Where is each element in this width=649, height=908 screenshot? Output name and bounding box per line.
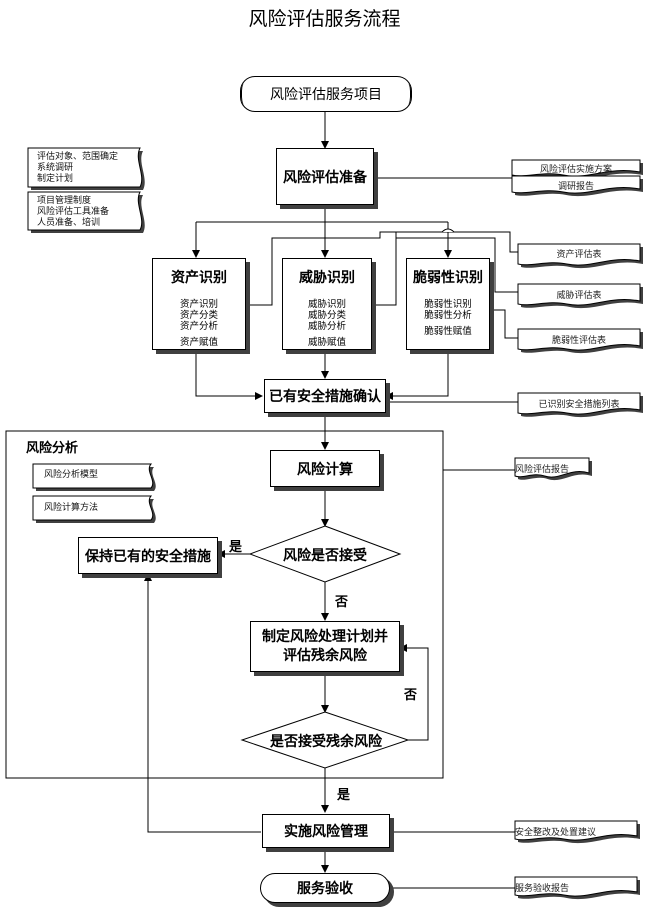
decision-residual-label[interactable]: 是否接受残余风险 [270,734,382,750]
note-shape-resources [27,191,143,231]
prepare-node[interactable]: 风险评估准备 [276,148,374,205]
asset-item: 资产分类 [179,310,218,321]
asset-item: 资产识别 [179,299,218,310]
doc-measures: 已识别安全措施列表 [538,400,620,410]
vuln-node-title: 脆弱性识别 [413,270,483,286]
note-shape-tasks [27,147,143,188]
vuln-node[interactable]: 脆弱性识别 脆弱性识别 脆弱性分析 脆弱性赋值 [406,258,490,350]
asset-item: 资产赋值 [179,337,218,348]
edge-implement-keep [144,573,261,833]
vuln-item: 脆弱性赋值 [424,326,472,337]
doc-shape-asset [517,243,641,266]
edge-label-yes: 是 [337,788,351,803]
implement-node-label: 实施风险管理 [284,824,368,840]
doc-shape-survey [511,175,641,194]
doc-shape-measures [517,392,641,415]
link-threat-doc [372,232,518,306]
asset-node-title: 资产识别 [171,270,227,286]
doc-vuln: 脆弱性评估表 [551,336,606,346]
doc-shape-acceptance [514,876,638,897]
doc-report: 风险评估报告 [515,465,570,475]
documents [511,159,643,900]
calc-node-label: 风险计算 [297,461,353,478]
edge-label-yes: 是 [229,540,243,555]
line-hop [441,228,455,233]
decision-accept-label[interactable]: 风险是否接受 [283,548,367,564]
doc-advice: 安全整改及处置建议 [515,828,597,838]
doc-shape-vuln [517,328,641,351]
note-prepare-resources: 项目管理制度 风险评估工具准备 人员准备、培训 [37,196,109,229]
plan-node-line: 评估残余风险 [283,647,367,664]
note-shape-method [32,495,154,521]
edge-vuln-confirm [385,350,449,400]
edge-asset-confirm [195,350,263,400]
plan-node-line: 制定风险处理计划并 [262,628,388,645]
edge-label-no: 否 [335,595,349,610]
doc-shape-advice [514,820,638,841]
page-title: 风险评估服务流程 [248,8,401,30]
calc-node[interactable]: 风险计算 [270,450,380,487]
threat-item: 威胁识别 [307,299,346,310]
risk-analysis-region-border [5,430,444,779]
threat-item: 威胁分析 [307,321,346,332]
asset-item: 资产分析 [179,321,218,332]
doc-plan: 风险评估实施方案 [539,165,612,175]
keep-node-label: 保持已有的安全措施 [85,548,211,565]
decision-accept-shape [248,525,402,583]
doc-acceptance: 服务验收报告 [515,884,570,894]
link-vuln-doc [490,309,518,339]
keep-node[interactable]: 保持已有的安全措施 [78,537,218,574]
threat-item: 威胁赋值 [307,337,346,348]
prepare-node-label: 风险评估准备 [283,169,367,186]
threat-item: 威胁分类 [307,310,346,321]
note-line: 风险评估工具准备 [37,207,110,217]
note-line: 制定计划 [37,174,74,184]
note-risk-method: 风险计算方法 [44,503,99,513]
vuln-item: 脆弱性分析 [424,310,472,321]
note-shape-model [32,463,154,489]
start-node-label: 风险评估服务项目 [270,87,382,103]
note-line: 系统调研 [37,163,74,173]
note-prepare-tasks: 评估对象、范围确定 系统调研 制定计划 [37,152,118,185]
doc-shape-threat [517,283,641,306]
threat-node-title: 威胁识别 [299,270,355,286]
asset-node[interactable]: 资产识别 资产识别 资产分类 资产分析 资产赋值 [152,258,246,350]
end-node[interactable]: 服务验收 [260,873,390,903]
confirm-node[interactable]: 已有安全措施确认 [264,379,386,413]
link-asset-doc [246,231,518,306]
edge-residual-loop [399,644,429,741]
doc-survey: 调研报告 [557,182,594,192]
end-node-label: 服务验收 [297,881,353,897]
decision-residual-shape [240,711,410,769]
doc-asset: 资产评估表 [556,250,602,260]
implement-node[interactable]: 实施风险管理 [262,814,390,848]
doc-threat: 威胁评估表 [556,291,602,301]
edge-label-no: 否 [404,688,418,703]
notes [27,147,156,523]
plan-node[interactable]: 制定风险处理计划并 评估残余风险 [250,621,400,672]
note-risk-model: 风险分析模型 [44,470,99,480]
risk-analysis-region-title: 风险分析 [26,441,79,456]
vuln-item: 脆弱性识别 [424,299,472,310]
confirm-node-label: 已有安全措施确认 [269,389,381,405]
doc-shape-report [514,457,590,478]
note-line: 项目管理制度 [37,196,92,206]
note-line: 人员准备、培训 [37,218,101,228]
start-node[interactable]: 风险评估服务项目 [240,76,412,112]
threat-node[interactable]: 威胁识别 威胁识别 威胁分类 威胁分析 威胁赋值 [282,258,372,350]
note-line: 评估对象、范围确定 [37,152,119,162]
